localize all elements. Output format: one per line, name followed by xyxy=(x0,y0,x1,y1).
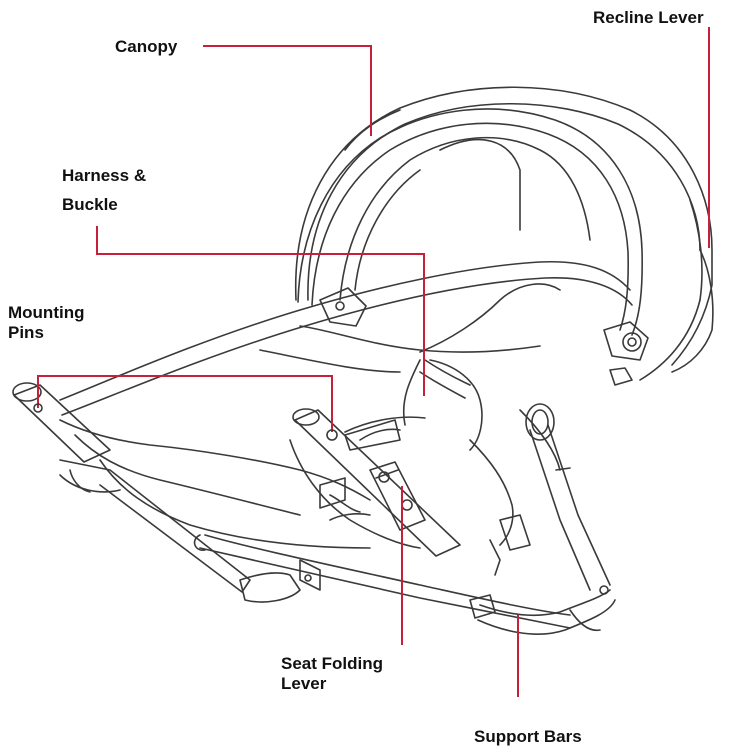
label-harness-line2: Buckle xyxy=(62,195,118,214)
leader-lines xyxy=(37,27,710,697)
label-seat-folding-line2: Lever xyxy=(281,674,327,693)
label-canopy: Canopy xyxy=(115,37,178,56)
label-harness-line1: Harness & xyxy=(62,166,147,185)
label-mounting-line1: Mounting xyxy=(8,303,85,322)
label-seat-folding-line1: Seat Folding xyxy=(281,654,383,673)
seat-illustration xyxy=(12,86,714,635)
pin-markers xyxy=(33,403,338,441)
support-frame xyxy=(59,403,616,635)
leader-mounting-pins xyxy=(37,375,333,432)
seat-body xyxy=(59,260,633,549)
canopy-shell xyxy=(294,86,714,386)
label-seat-folding-lever: Seat Folding Lever xyxy=(281,654,383,694)
harness-strap xyxy=(344,359,471,451)
mounting-pin-left xyxy=(33,403,43,413)
leader-harness-buckle xyxy=(96,226,425,396)
label-mounting-line2: Pins xyxy=(8,323,44,342)
leader-canopy xyxy=(203,45,372,136)
label-harness-buckle: Harness & Buckle xyxy=(62,166,146,215)
label-support-bars: Support Bars xyxy=(474,727,582,746)
bumper-bar xyxy=(12,382,461,557)
label-mounting-pins: Mounting Pins xyxy=(8,303,84,343)
mounting-pin-right xyxy=(326,429,338,441)
label-recline-lever: Recline Lever xyxy=(593,8,704,27)
